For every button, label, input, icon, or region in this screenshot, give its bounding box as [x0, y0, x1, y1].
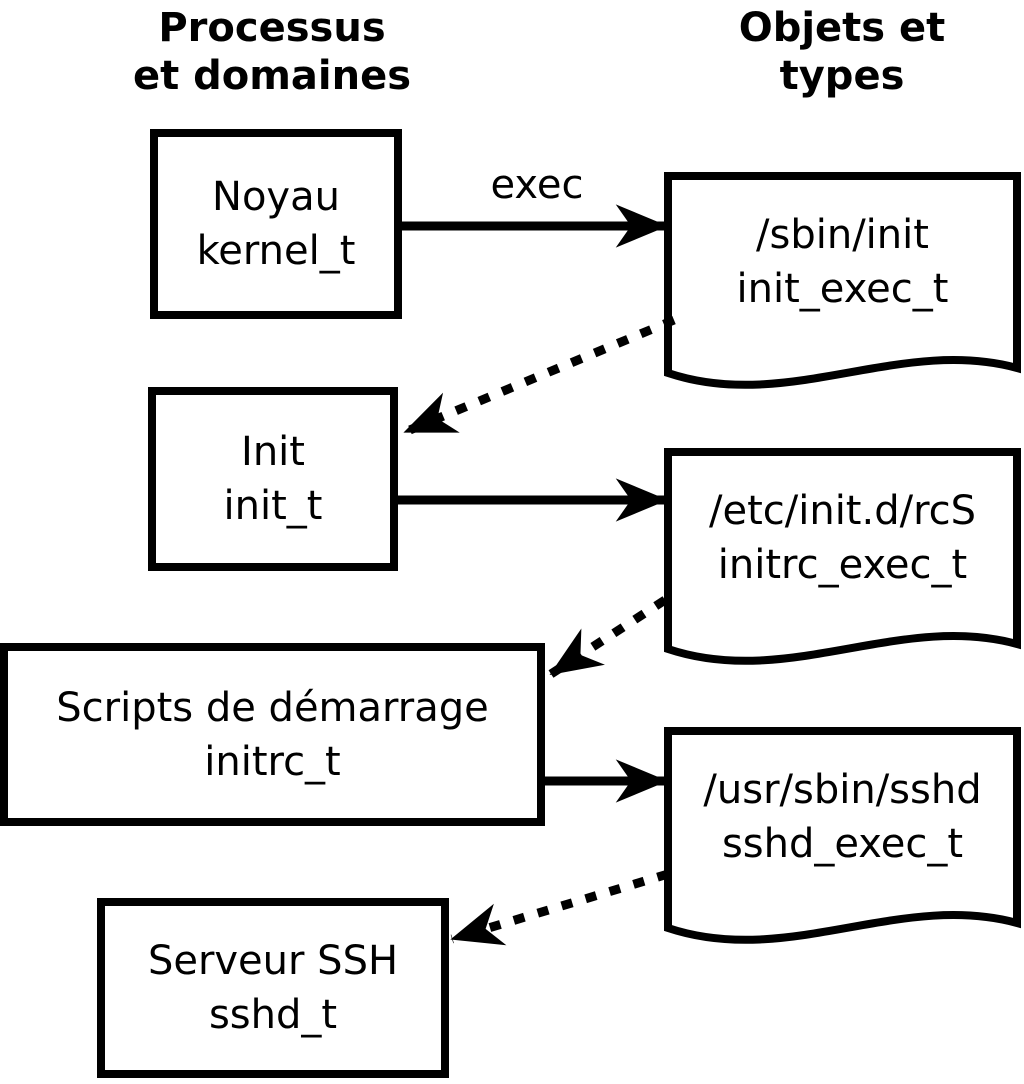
- process-box-sshd: Serveur SSH sshd_t: [97, 898, 449, 1078]
- process-name: Scripts de démarrage: [56, 684, 489, 731]
- process-domain-type: init_t: [223, 483, 323, 529]
- object-path: /etc/init.d/rcS: [708, 488, 977, 534]
- column-header-processes: Processus et domaines: [132, 5, 412, 99]
- column-header-objects: Objets et types: [738, 5, 946, 99]
- object-label-init-exec: /sbin/init init_exec_t: [676, 182, 1009, 342]
- document-shape-initrc-exec: [664, 448, 1021, 665]
- process-name: Init: [241, 429, 305, 475]
- object-label-sshd-exec: /usr/sbin/sshd sshd_exec_t: [676, 737, 1009, 897]
- process-box-initrc: Scripts de démarrage initrc_t: [0, 643, 545, 826]
- process-box-kernel: Noyau kernel_t: [150, 129, 402, 319]
- object-label-initrc-exec: /etc/init.d/rcS initrc_exec_t: [676, 458, 1009, 618]
- exec-arrow-label: exec: [490, 162, 584, 208]
- document-shape-sshd-exec: [664, 727, 1021, 944]
- object-type: initrc_exec_t: [717, 542, 968, 588]
- object-path: /sbin/init: [756, 212, 929, 258]
- transition-arrow-sshdexec-to-sshd: [450, 869, 670, 946]
- object-path: /usr/sbin/sshd: [703, 767, 982, 813]
- process-domain-type: initrc_t: [204, 738, 341, 785]
- transition-arrow-initexec-to-init: [403, 315, 676, 437]
- document-shape-init-exec: [664, 172, 1021, 389]
- process-domain-type: kernel_t: [196, 228, 356, 274]
- process-box-init: Init init_t: [148, 387, 398, 571]
- object-type: sshd_exec_t: [721, 821, 964, 867]
- process-name: Serveur SSH: [147, 938, 399, 984]
- process-domain-type: sshd_t: [208, 992, 338, 1038]
- transition-arrow-initrcexec-to-initrc: [548, 596, 668, 678]
- process-name: Noyau: [212, 174, 340, 220]
- object-type: init_exec_t: [736, 266, 949, 312]
